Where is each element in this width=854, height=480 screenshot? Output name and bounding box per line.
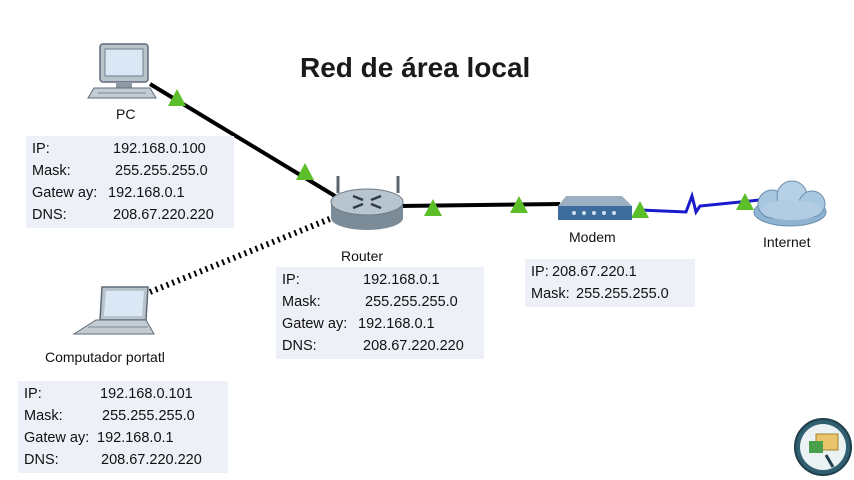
info-key: Mask: (531, 286, 570, 302)
link-modem-internet[interactable] (639, 190, 761, 216)
info-key: IP: (32, 141, 50, 157)
info-row: DNS: 208.67.220.220 (24, 449, 222, 471)
info-key: Gatew ay: (32, 185, 98, 201)
info-value: 255.255.255.0 (576, 286, 669, 302)
router-info-box: IP: 192.168.0.1 Mask: 255.255.255.0 Gatew … (276, 267, 484, 359)
diagram-title: Red de área local (300, 52, 531, 83)
link-laptop-router-wireless[interactable] (148, 215, 334, 295)
link-up-icon (296, 163, 314, 180)
pc-label: PC (116, 106, 136, 122)
modem-icon[interactable] (558, 196, 632, 220)
info-value: 208.67.220.220 (101, 452, 202, 468)
laptop-label: Computador portatl (45, 349, 165, 365)
info-value: 192.168.0.1 (363, 272, 440, 288)
info-row: IP:208.67.220.1 (531, 261, 689, 283)
pc-info-box: IP: 192.168.0.100 Mask: 255.255.255.0 Gate… (26, 136, 234, 228)
info-row: Mask: 255.255.255.0 (282, 291, 478, 313)
info-key: Mask: (24, 408, 63, 424)
info-value: 208.67.220.220 (113, 207, 214, 223)
cloud-icon[interactable] (753, 180, 827, 227)
info-row: IP: 192.168.0.101 (24, 383, 222, 405)
info-value: 192.168.0.1 (358, 316, 435, 332)
link-up-icon (168, 89, 186, 106)
info-value: 192.168.0.1 (108, 185, 185, 201)
link-status-indicators (168, 89, 754, 218)
pc-icon[interactable] (87, 43, 157, 99)
router-icon[interactable] (330, 176, 404, 230)
info-key: Mask: (32, 163, 71, 179)
info-key: Gatew ay: (24, 430, 90, 446)
info-value: 192.168.0.1 (97, 430, 174, 446)
info-key: Gatew ay: (282, 316, 348, 332)
info-row: IP: 192.168.0.1 (282, 269, 478, 291)
laptop-icon[interactable] (72, 286, 155, 335)
info-key: IP: (282, 272, 300, 288)
inspect-tool-icon[interactable] (794, 418, 852, 476)
info-key: DNS: (282, 338, 317, 354)
info-row: IP: 192.168.0.100 (32, 138, 228, 160)
info-value: 192.168.0.100 (113, 141, 206, 157)
info-row: Gatew ay: 192.168.0.1 (282, 313, 478, 335)
link-up-icon (424, 199, 442, 216)
info-value: 192.168.0.101 (100, 386, 193, 402)
info-value: 255.255.255.0 (365, 294, 458, 310)
link-router-modem[interactable] (399, 202, 561, 208)
info-key: IP: (24, 386, 42, 402)
link-up-icon (736, 193, 754, 210)
info-key: IP: (531, 264, 549, 280)
info-row: Mask: 255.255.255.0 (32, 160, 228, 182)
info-value: 255.255.255.0 (102, 408, 195, 424)
modem-info-box: IP:208.67.220.1 Mask: 255.255.255.0 (525, 259, 695, 307)
info-key: DNS: (32, 207, 67, 223)
info-value: 255.255.255.0 (115, 163, 208, 179)
modem-label: Modem (569, 229, 616, 245)
router-label: Router (341, 248, 384, 264)
info-key: Mask: (282, 294, 321, 310)
info-row: Mask: 255.255.255.0 (24, 405, 222, 427)
info-row: Gatew ay: 192.168.0.1 (32, 182, 228, 204)
info-key: DNS: (24, 452, 59, 468)
internet-label: Internet (763, 234, 811, 250)
link-up-icon (510, 196, 528, 213)
info-value: 208.67.220.220 (363, 338, 464, 354)
info-value: 208.67.220.1 (552, 264, 637, 280)
laptop-info-box: IP: 192.168.0.101 Mask: 255.255.255.0 Gate… (18, 381, 228, 473)
info-row: Gatew ay: 192.168.0.1 (24, 427, 222, 449)
link-up-icon (631, 201, 649, 218)
info-row: DNS: 208.67.220.220 (32, 204, 228, 226)
info-row: DNS: 208.67.220.220 (282, 335, 478, 357)
info-row: Mask: 255.255.255.0 (531, 283, 689, 305)
